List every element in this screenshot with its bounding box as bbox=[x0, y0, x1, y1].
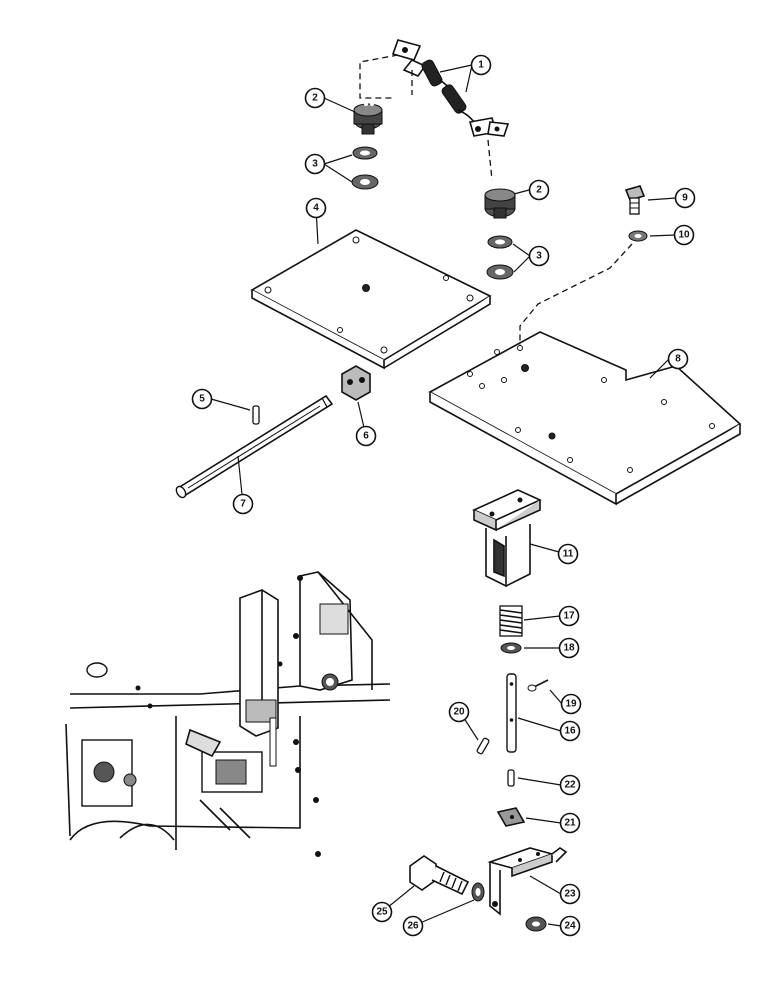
svg-text:1: 1 bbox=[478, 60, 484, 71]
svg-text:18: 18 bbox=[563, 643, 575, 654]
callout-2-lower: 2 bbox=[528, 179, 550, 201]
callout-9: 9 bbox=[674, 187, 696, 209]
part-shaft-7 bbox=[175, 394, 334, 499]
part-plate-small bbox=[250, 229, 492, 370]
callout-26: 26 bbox=[402, 915, 424, 937]
svg-text:8: 8 bbox=[675, 354, 681, 365]
svg-text:16: 16 bbox=[564, 726, 576, 737]
svg-text:19: 19 bbox=[565, 699, 577, 710]
part-clip-21 bbox=[496, 807, 526, 827]
part-cotter-pin-19 bbox=[527, 679, 549, 692]
callout-23: 23 bbox=[559, 883, 581, 905]
svg-text:7: 7 bbox=[240, 499, 246, 510]
svg-text:25: 25 bbox=[376, 907, 388, 918]
callout-3-lower: 3 bbox=[528, 245, 550, 267]
callout-19: 19 bbox=[560, 693, 582, 715]
svg-text:23: 23 bbox=[564, 889, 576, 900]
part-nut-24 bbox=[525, 916, 547, 932]
callout-10: 10 bbox=[673, 224, 695, 246]
part-washers-upper bbox=[351, 146, 379, 190]
svg-text:26: 26 bbox=[407, 921, 419, 932]
installed-view-illustration bbox=[65, 571, 391, 857]
callout-11: 11 bbox=[557, 543, 579, 565]
callout-20: 20 bbox=[448, 701, 470, 723]
part-pin-22 bbox=[507, 769, 515, 787]
callout-6: 6 bbox=[355, 425, 377, 447]
part-washers-lower bbox=[486, 235, 514, 280]
callout-18: 18 bbox=[558, 637, 580, 659]
part-bracket-11 bbox=[472, 489, 542, 588]
svg-text:6: 6 bbox=[363, 431, 369, 442]
callout-2-upper: 2 bbox=[304, 87, 326, 109]
svg-text:20: 20 bbox=[453, 707, 465, 718]
callout-22: 22 bbox=[559, 774, 581, 796]
svg-text:22: 22 bbox=[564, 780, 576, 791]
part-bracket-23 bbox=[487, 847, 568, 916]
callout-1: 1 bbox=[470, 54, 492, 76]
svg-text:10: 10 bbox=[678, 230, 690, 241]
svg-text:5: 5 bbox=[199, 394, 205, 405]
part-washer-18 bbox=[500, 642, 522, 654]
callout-5: 5 bbox=[191, 388, 213, 410]
callout-17: 17 bbox=[558, 605, 580, 627]
svg-text:21: 21 bbox=[564, 818, 576, 829]
callout-16: 16 bbox=[559, 720, 581, 742]
part-bolt-25 bbox=[409, 855, 470, 896]
svg-text:24: 24 bbox=[564, 921, 576, 932]
part-spring-17 bbox=[499, 605, 523, 637]
callout-8: 8 bbox=[667, 348, 689, 370]
part-switch-upper bbox=[353, 102, 383, 135]
callout-21: 21 bbox=[559, 812, 581, 834]
svg-text:2: 2 bbox=[536, 185, 542, 196]
svg-text:17: 17 bbox=[563, 611, 575, 622]
svg-text:2: 2 bbox=[312, 93, 318, 104]
part-washer-10 bbox=[628, 230, 648, 242]
callout-3-upper: 3 bbox=[304, 153, 326, 175]
svg-text:4: 4 bbox=[313, 203, 319, 214]
svg-text:3: 3 bbox=[536, 251, 542, 262]
callout-7: 7 bbox=[232, 493, 254, 515]
part-switch-lower bbox=[484, 188, 516, 219]
svg-text:11: 11 bbox=[563, 549, 574, 560]
callout-4: 4 bbox=[305, 197, 327, 219]
part-plate-large bbox=[428, 331, 742, 506]
svg-text:9: 9 bbox=[682, 193, 688, 204]
part-washer-26 bbox=[471, 882, 485, 902]
part-bolt-9 bbox=[624, 185, 646, 215]
part-rod-16 bbox=[506, 673, 517, 753]
svg-text:3: 3 bbox=[312, 159, 318, 170]
part-wire-harness bbox=[391, 39, 510, 137]
part-pin-20 bbox=[476, 737, 490, 755]
part-pin-5 bbox=[252, 405, 260, 425]
callout-24: 24 bbox=[559, 915, 581, 937]
part-block-6 bbox=[341, 365, 371, 401]
callout-25: 25 bbox=[371, 901, 393, 923]
